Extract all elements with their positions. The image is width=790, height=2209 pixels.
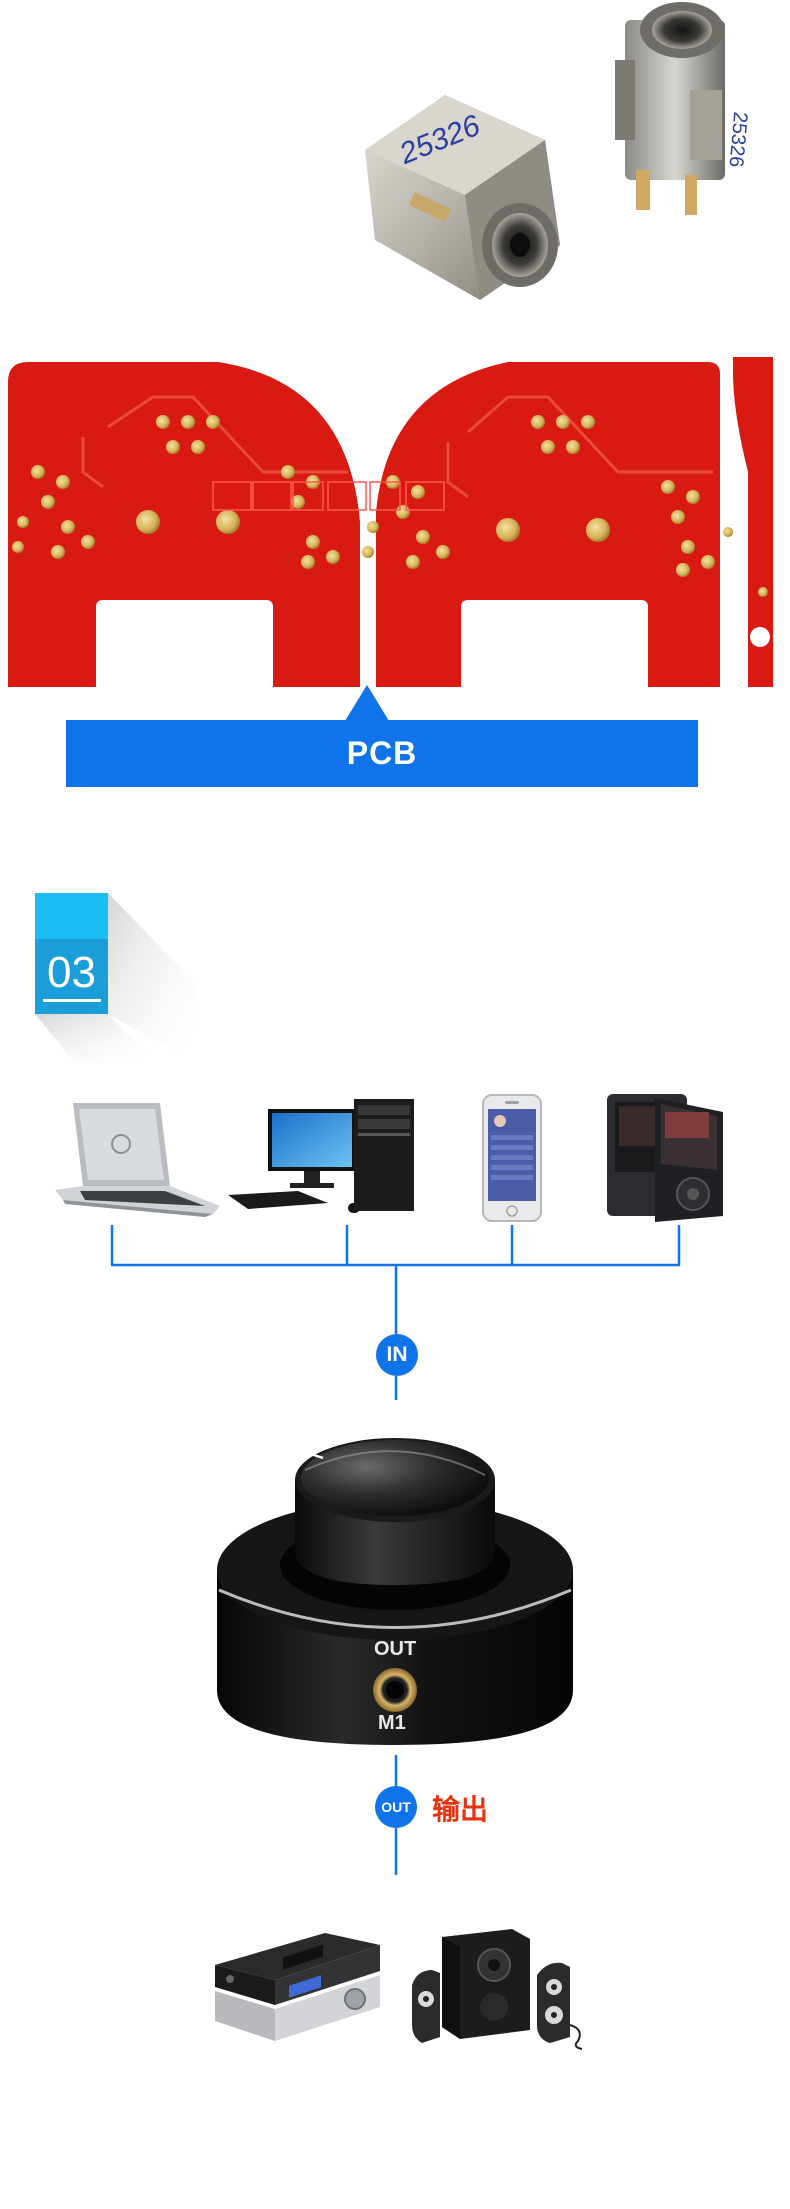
laptop-icon xyxy=(55,1098,220,1218)
port-label-m1: M1 xyxy=(378,1712,406,1734)
output-badge: OUT xyxy=(375,1786,417,1828)
section-number: 03 xyxy=(47,948,96,997)
smartphone-icon xyxy=(481,1093,543,1223)
amplifier-icon xyxy=(205,1925,385,2045)
audio-jack-photo: 25326 25326 xyxy=(340,0,780,310)
pcb-label-pointer xyxy=(345,685,389,721)
input-badge: IN xyxy=(376,1334,418,1376)
desktop-computer-icon xyxy=(228,1095,428,1223)
section-badge-shadow xyxy=(35,893,195,1063)
music-player-icon xyxy=(605,1090,735,1225)
pcb-photo xyxy=(8,352,783,692)
svg-text:25326: 25326 xyxy=(724,111,751,168)
speaker-system-icon xyxy=(412,1925,592,2050)
pcb-label-bar: PCB xyxy=(66,720,698,787)
connection-lines xyxy=(0,1225,790,1885)
section-number-badge: 03 xyxy=(35,893,108,1014)
volume-controller-device xyxy=(205,1400,585,1760)
pcb-label: PCB xyxy=(346,735,418,771)
output-label: 输出 xyxy=(432,1793,489,1826)
port-label-out: OUT xyxy=(374,1638,417,1660)
